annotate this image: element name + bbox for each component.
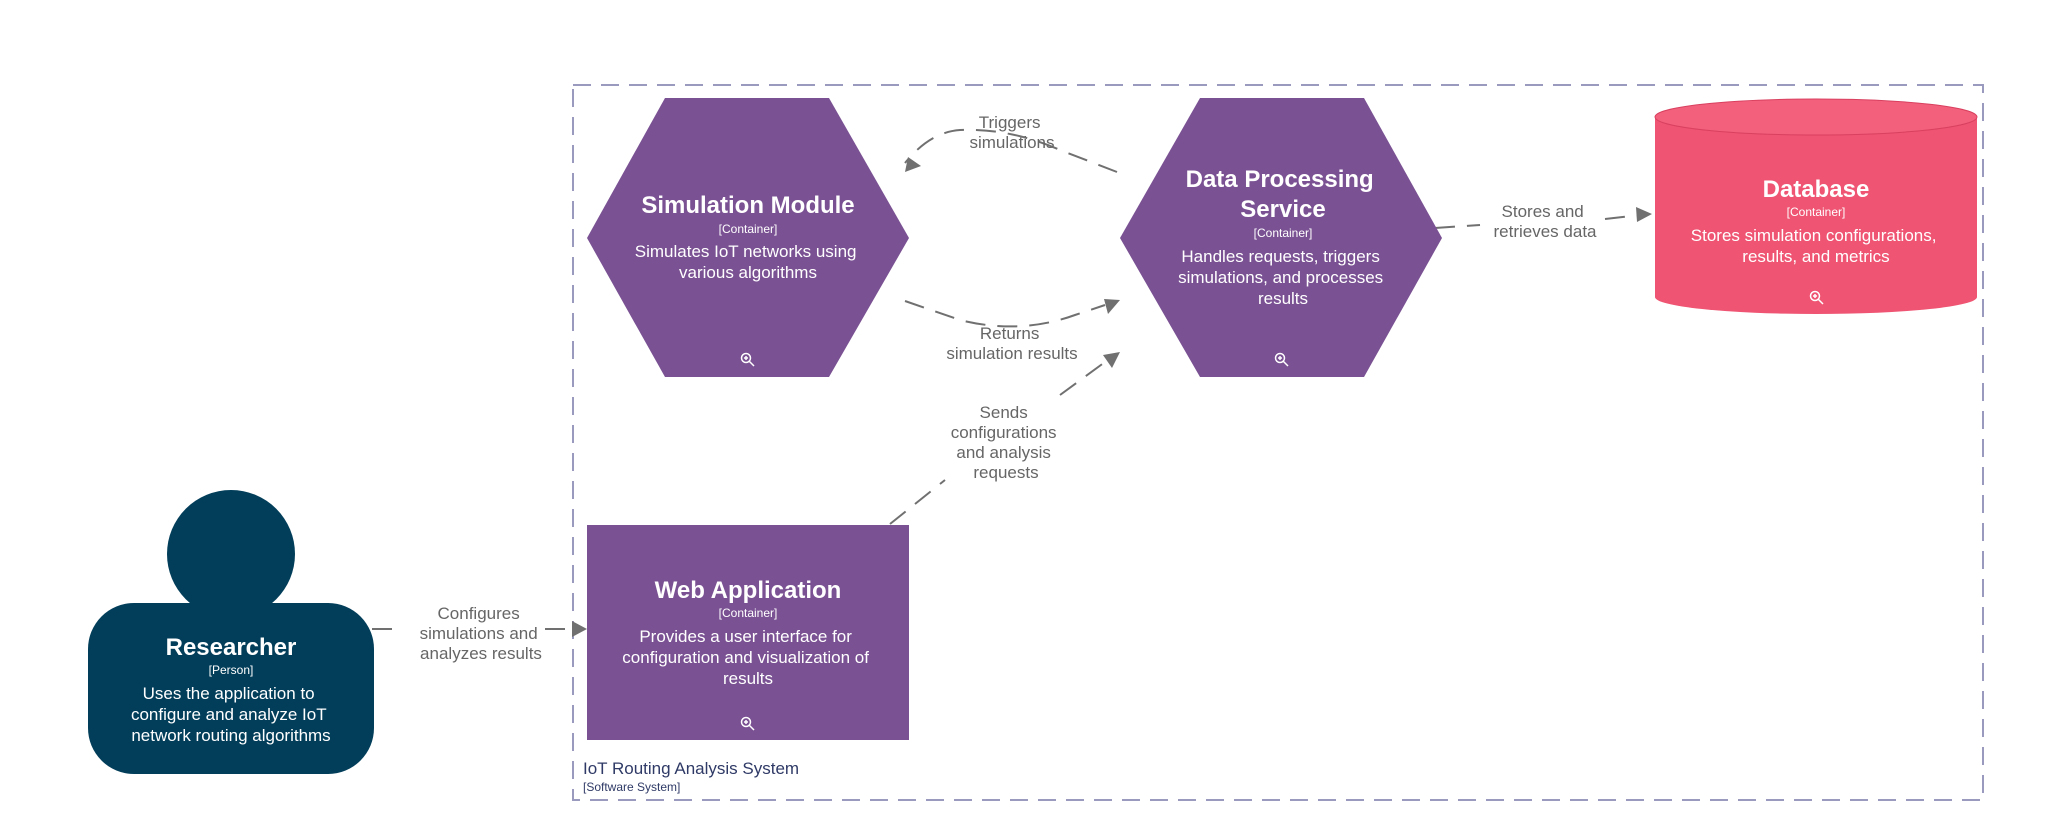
zoom-in-icon[interactable] xyxy=(740,352,755,367)
zoom-in-icon[interactable] xyxy=(740,716,755,731)
desc-line: Handles requests, triggers xyxy=(1181,247,1379,266)
boundary-type: [Software System] xyxy=(583,780,680,794)
label-line: analyzes results xyxy=(420,644,542,663)
zoom-in-icon[interactable] xyxy=(1809,290,1824,305)
edge-returns-results[interactable] xyxy=(904,299,1120,328)
boundary-name: IoT Routing Analysis System xyxy=(583,759,799,778)
node-description: Uses the application to configure and an… xyxy=(131,684,331,745)
node-description: Simulates IoT networks using various alg… xyxy=(635,242,861,282)
node-title: Web Application xyxy=(655,577,842,604)
database-container[interactable]: Database [Container] Stores simulation c… xyxy=(1654,98,1978,314)
node-description: Stores simulation configurations, result… xyxy=(1691,226,1941,266)
label-line: Returns xyxy=(980,324,1040,343)
edge-line xyxy=(889,361,1106,525)
label-line: Configures xyxy=(438,604,520,623)
label-line: Triggers xyxy=(979,113,1041,132)
hexagon-shape xyxy=(1120,98,1442,377)
edge-label-sends: Sends configurations and analysis reques… xyxy=(951,403,1062,482)
cylinder-body xyxy=(1655,117,1977,314)
desc-line: simulations, and processes xyxy=(1178,268,1383,287)
node-tag: [Container] xyxy=(1254,226,1313,240)
node-description: Provides a user interface for configurat… xyxy=(622,627,873,688)
boundary-frame xyxy=(572,84,1984,801)
node-title: Researcher xyxy=(166,634,297,661)
zoom-in-icon[interactable] xyxy=(1274,352,1289,367)
label-line: retrieves data xyxy=(1494,222,1598,241)
edge-label-returns: Returns simulation results xyxy=(946,324,1077,363)
desc-line: Simulates IoT networks using xyxy=(635,242,857,261)
arrow-head xyxy=(1636,207,1652,222)
edge-line xyxy=(904,300,1106,328)
label-line: simulations xyxy=(969,133,1054,152)
label-line: configurations xyxy=(951,423,1057,442)
label-line: requests xyxy=(973,463,1038,482)
edge-stores-data[interactable] xyxy=(1434,207,1652,229)
arrow-head xyxy=(905,157,921,172)
label-line: Sends xyxy=(980,403,1028,422)
arrow-head xyxy=(572,621,587,637)
desc-line: configure and analyze IoT xyxy=(131,705,326,724)
label-line: simulations and xyxy=(420,624,538,643)
edge-triggers-simulations[interactable] xyxy=(904,128,1118,173)
title-line: Service xyxy=(1240,196,1325,223)
node-tag: [Container] xyxy=(719,606,778,620)
edge-line xyxy=(1434,214,1641,229)
desc-line: Provides a user interface for xyxy=(639,627,852,646)
node-tag: [Container] xyxy=(719,222,778,236)
edge-label-stores: Stores and retrieves data xyxy=(1494,202,1598,241)
label-line: Stores and xyxy=(1502,202,1584,221)
desc-line: results xyxy=(1258,289,1308,308)
arrow-head xyxy=(1104,299,1120,314)
desc-line: network routing algorithms xyxy=(131,726,330,745)
desc-line: configuration and visualization of xyxy=(622,648,869,667)
desc-line: Stores simulation configurations, xyxy=(1691,226,1937,245)
edge-label-configures: Configures simulations and analyzes resu… xyxy=(420,604,543,663)
edge-line xyxy=(904,128,1118,173)
edge-configures-simulations[interactable] xyxy=(372,621,587,637)
container-box xyxy=(587,525,909,740)
label-line: and analysis xyxy=(956,443,1051,462)
web-application-container[interactable]: Web Application [Container] Provides a u… xyxy=(587,525,909,740)
software-system-boundary: IoT Routing Analysis System [Software Sy… xyxy=(572,84,1984,801)
person-body xyxy=(88,603,374,774)
node-tag: [Container] xyxy=(1787,205,1846,219)
simulation-module-container[interactable]: Simulation Module [Container] Simulates … xyxy=(587,98,909,377)
node-title: Simulation Module xyxy=(641,192,854,219)
arrow-head xyxy=(1103,352,1120,368)
hexagon-shape xyxy=(587,98,909,377)
node-description: Handles requests, triggers simulations, … xyxy=(1178,247,1388,308)
desc-line: results, and metrics xyxy=(1742,247,1889,266)
edge-sends-configurations[interactable] xyxy=(889,352,1120,525)
node-title: Database xyxy=(1763,176,1870,203)
cylinder-top xyxy=(1654,98,1978,136)
data-processing-service-container[interactable]: Data Processing Service [Container] Hand… xyxy=(1120,98,1442,377)
desc-line: various algorithms xyxy=(679,263,817,282)
edge-label-triggers: Triggers simulations xyxy=(969,113,1054,152)
person-head xyxy=(167,490,295,618)
title-line: Data Processing xyxy=(1186,166,1374,193)
desc-line: Uses the application to xyxy=(143,684,315,703)
desc-line: results xyxy=(723,669,773,688)
node-title: Data Processing Service xyxy=(1186,166,1381,223)
researcher-person[interactable]: Researcher [Person] Uses the application… xyxy=(88,490,374,774)
node-tag: [Person] xyxy=(209,663,254,677)
label-line: simulation results xyxy=(946,344,1077,363)
